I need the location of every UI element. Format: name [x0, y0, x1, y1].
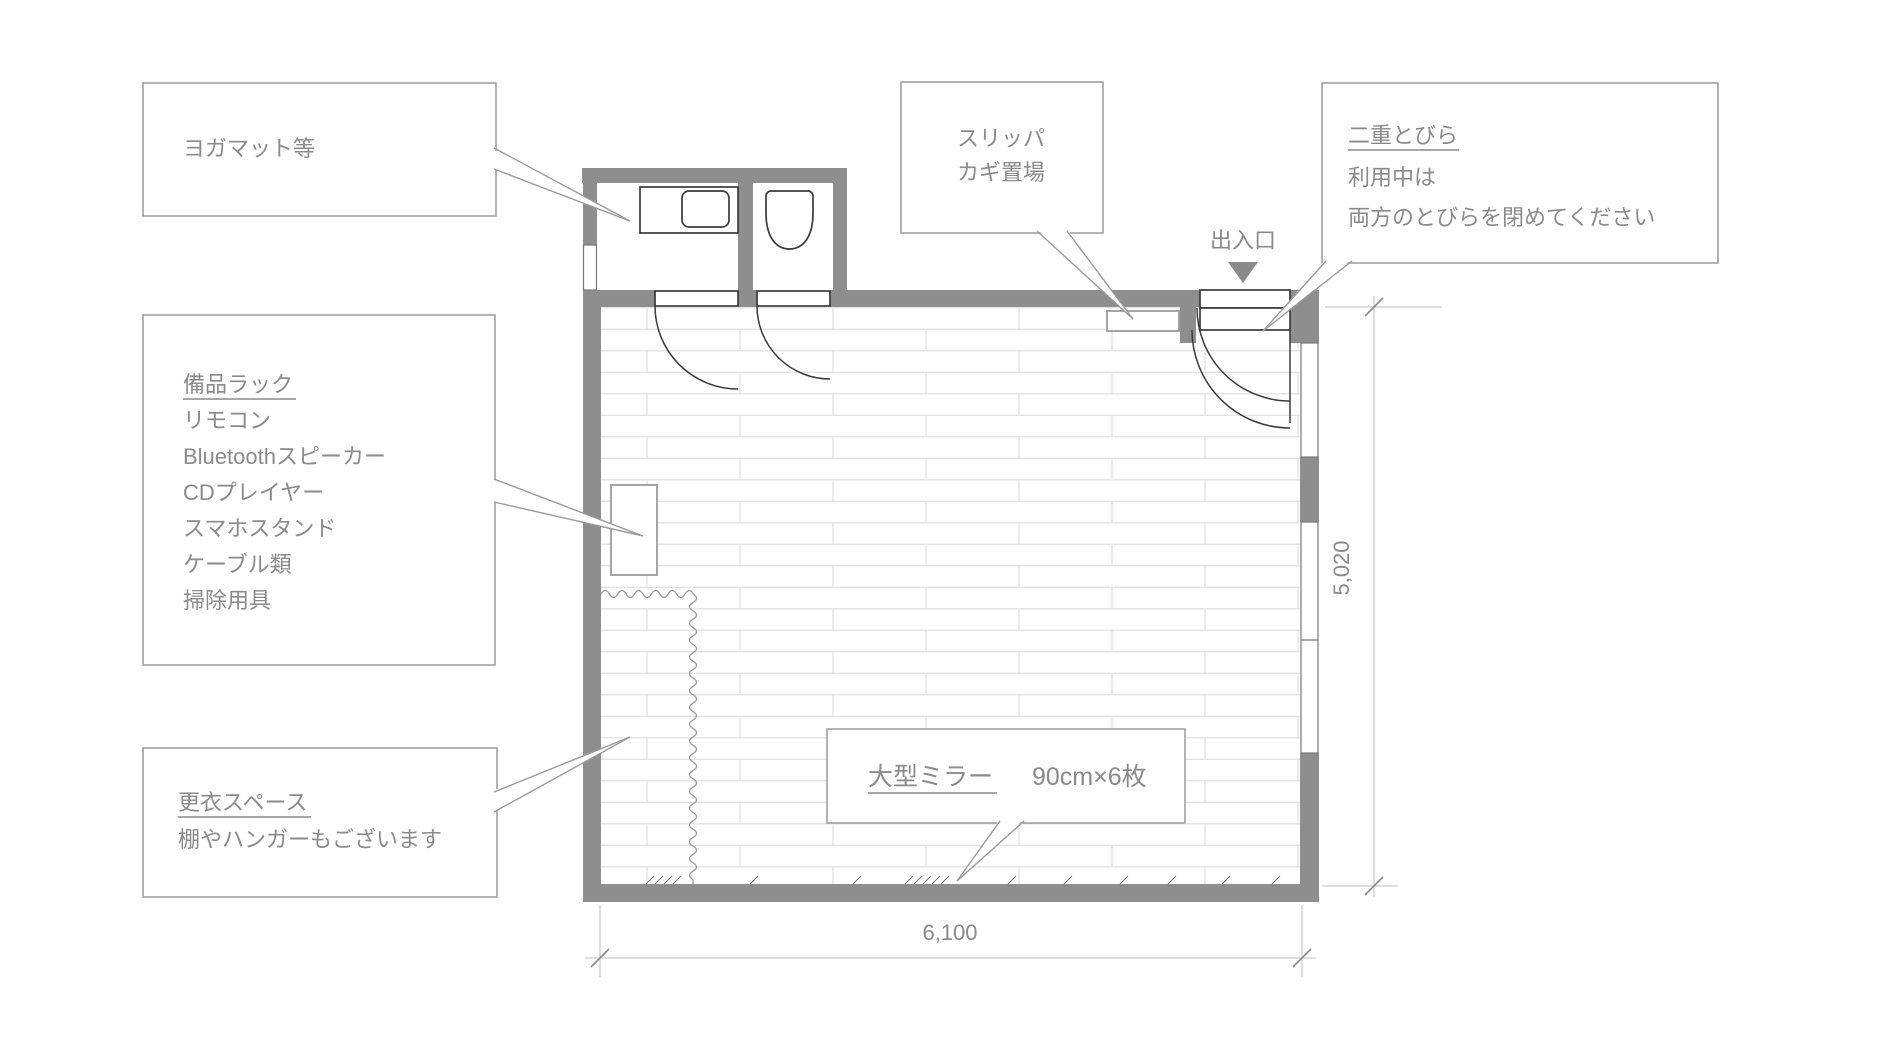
- fixtures: [639, 186, 814, 250]
- wall-annex-left: [583, 168, 597, 245]
- annotation-box-changing-space: [142, 747, 498, 898]
- annotation-boxes: [142, 81, 1719, 898]
- door-leaf-toilet: [756, 290, 831, 307]
- walls: [582, 168, 1319, 902]
- label-double-door-line2: 両方のとびらを閉めてください: [1348, 205, 1655, 230]
- leader-lines: [492, 147, 1353, 882]
- label-equipment-item: CDプレイヤー: [183, 480, 324, 505]
- wall-bottom: [583, 884, 1319, 902]
- annotation-box-mirror: [826, 728, 1186, 824]
- mirror-panel-ticks: [645, 875, 1281, 885]
- annotation-box-slipper-shelf: [900, 81, 1104, 234]
- door-swing-arc-entrance-inner: [1191, 329, 1291, 429]
- door-swing-arc-toilet: [756, 305, 831, 380]
- label-yoga-mats: ヨガマット等: [183, 136, 315, 161]
- annotation-box-equipment-rack: [142, 314, 496, 666]
- label-equipment-item: ケーブル類: [183, 552, 292, 577]
- label-slipper: スリッパ: [957, 126, 1045, 151]
- label-equipment-item: スマホスタンド: [183, 516, 336, 541]
- door-leaf-storage: [654, 290, 739, 307]
- label-double-door-title: 二重とびら: [1348, 123, 1458, 148]
- dimension-height-value: 5,020: [1329, 540, 1354, 595]
- door-swing-arc-storage: [654, 305, 739, 390]
- annotation-box-yoga-mats: [142, 82, 497, 217]
- windows: [582, 244, 1319, 754]
- dimension-lines: [585, 296, 1442, 977]
- wall-annex-top: [582, 168, 847, 183]
- wall-top-c: [830, 290, 1200, 307]
- slipper-key-shelf: [1106, 310, 1180, 332]
- wall-entrance-stub: [1180, 307, 1196, 343]
- door-swing-arc-entrance-outer: [1196, 307, 1291, 402]
- label-entrance: 出入口: [1210, 228, 1276, 253]
- label-equipment-rack-title: 備品ラック: [183, 372, 293, 397]
- changing-space-curtain-right: [688, 593, 698, 885]
- window-right-upper: [1300, 342, 1319, 458]
- wall-top-a: [583, 290, 655, 307]
- dimension-width-value: 6,100: [922, 920, 977, 945]
- entrance-arrow-icon: [1228, 262, 1258, 283]
- label-mirror-detail: 90cm×6枚: [1032, 763, 1147, 791]
- label-changing-space-title: 更衣スペース: [178, 790, 307, 815]
- changing-space-curtain-top: [600, 589, 694, 599]
- sink-icon: [681, 190, 730, 228]
- label-key-place: カギ置場: [957, 160, 1045, 185]
- wall-annex-right: [833, 183, 847, 291]
- doors: [654, 289, 1291, 429]
- equipment-rack: [610, 484, 658, 576]
- wall-left: [583, 290, 601, 902]
- wall-right-b: [1300, 753, 1319, 884]
- wall-top-b: [738, 290, 757, 307]
- door-leaf-entrance-inner: [1199, 307, 1291, 331]
- wall-right-a: [1300, 457, 1319, 522]
- annotation-box-double-door: [1321, 82, 1719, 264]
- door-leaf-entrance-outer: [1199, 289, 1291, 309]
- wall-annex-divider: [738, 183, 753, 291]
- window-left-wall: [582, 244, 598, 291]
- label-double-door-line1: 利用中は: [1348, 165, 1436, 190]
- label-equipment-item: リモコン: [183, 408, 271, 433]
- label-changing-space-note: 棚やハンガーもございます: [178, 827, 442, 852]
- label-mirror-title: 大型ミラー: [868, 763, 993, 791]
- toilet-icon: [765, 190, 814, 250]
- label-equipment-item: Bluetoothスピーカー: [183, 444, 386, 469]
- label-equipment-item: 掃除用具: [183, 588, 271, 613]
- window-right-lower: [1300, 521, 1319, 754]
